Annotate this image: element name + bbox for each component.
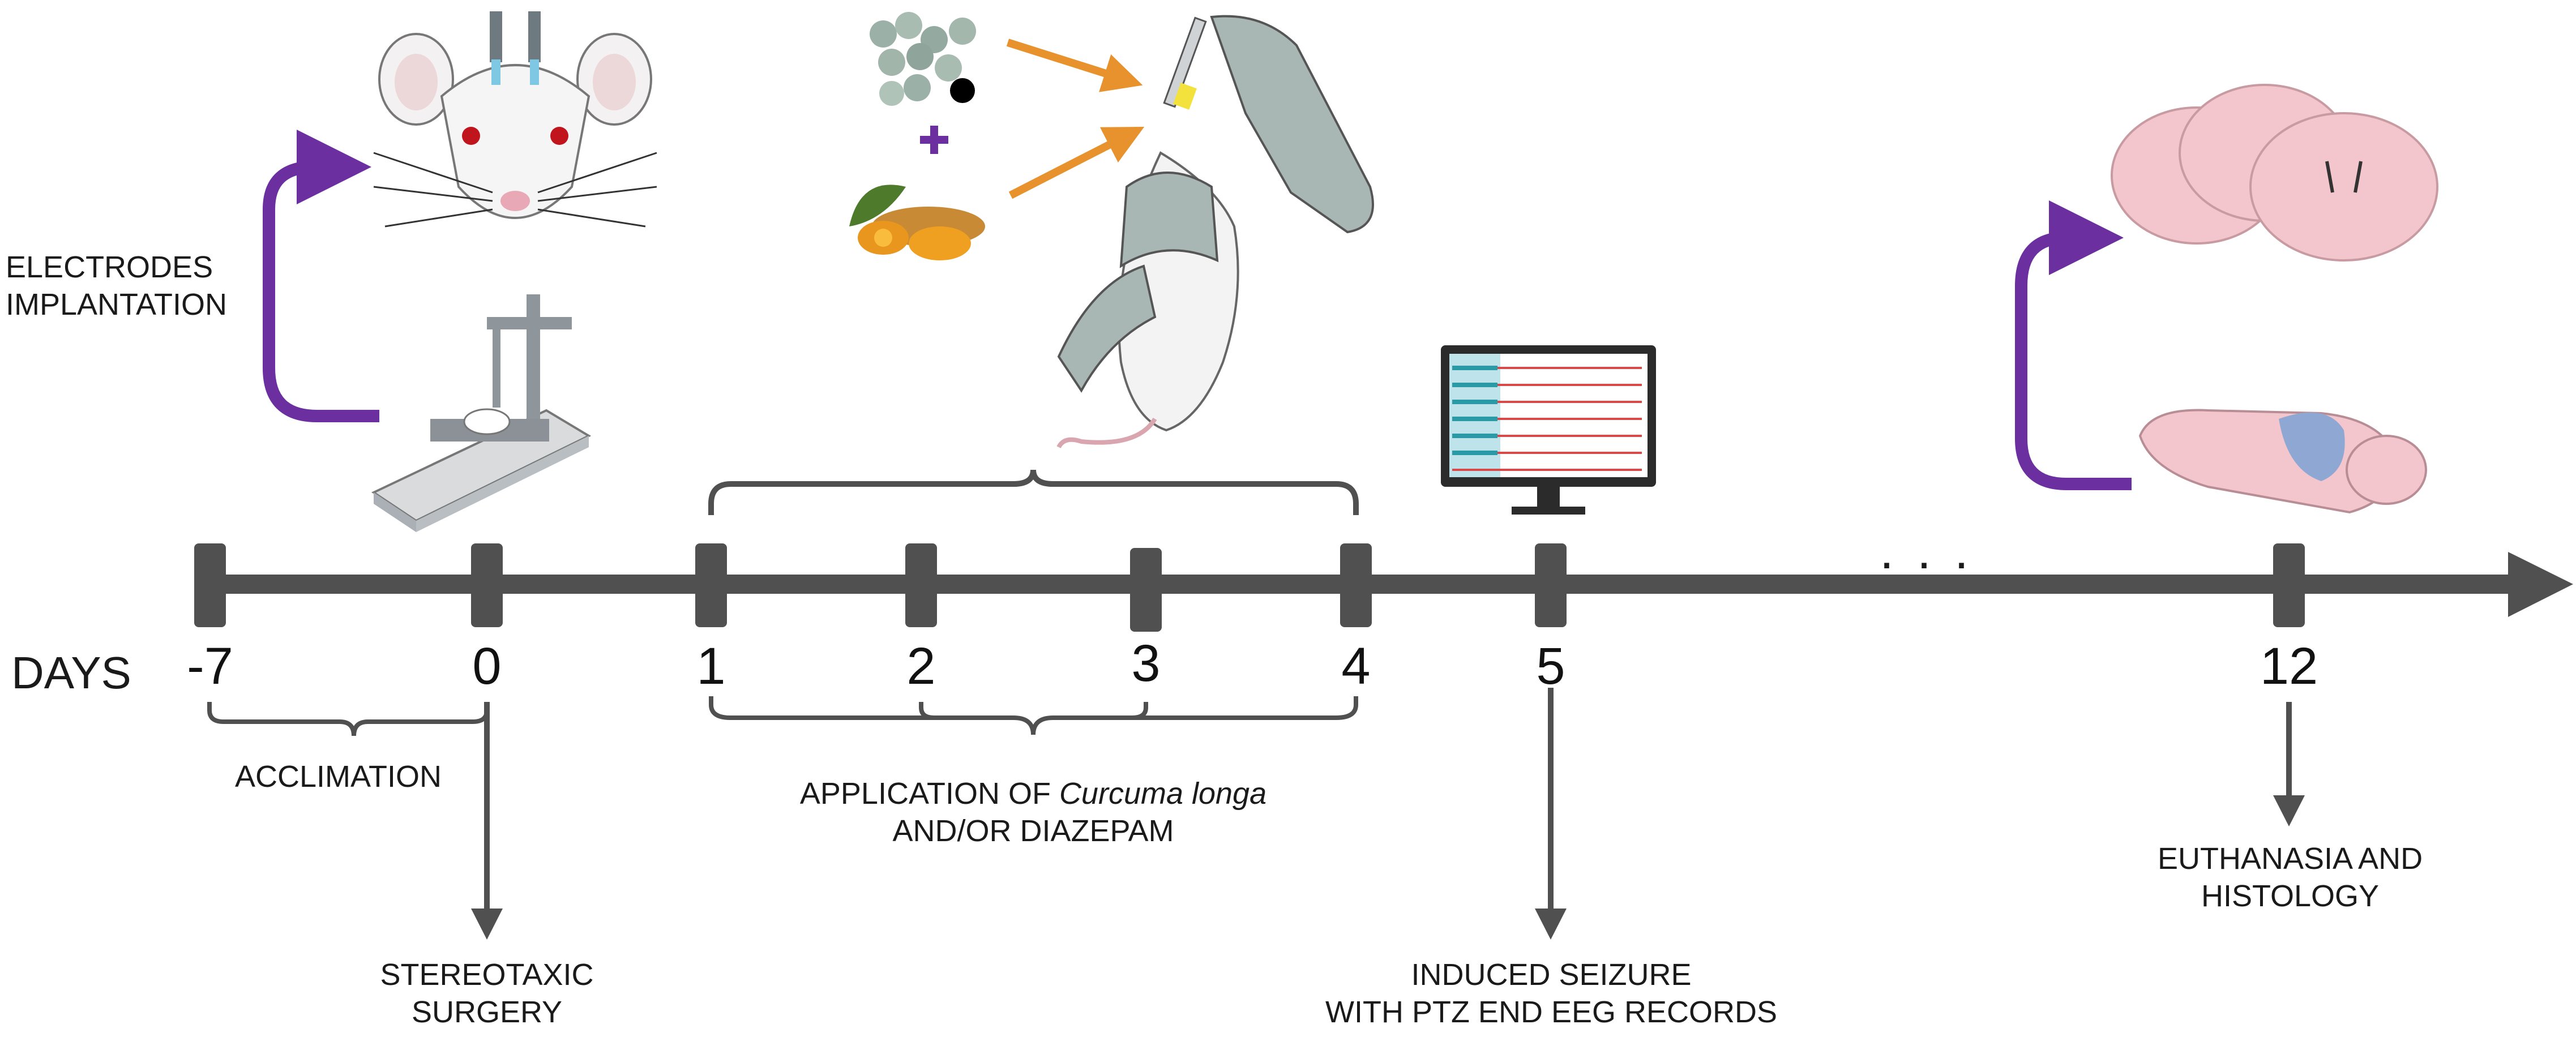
label-euthanasia-line1: EUTHANASIA AND bbox=[2157, 842, 2423, 876]
label-induced-seizure: INDUCED SEIZURE WITH PTZ END EEG RECORDS bbox=[1280, 957, 1823, 1031]
down-arrow-seizure bbox=[1535, 688, 1567, 940]
brain-slices-icon bbox=[2111, 84, 2438, 262]
tick-label-4: 4 bbox=[1341, 637, 1371, 695]
label-acclimation: ACCLIMATION bbox=[235, 760, 442, 794]
label-electrodes-implantation: ELECTRODES IMPLANTATION bbox=[6, 249, 227, 324]
label-stereotaxic-surgery: STEREOTAXIC SURGERY bbox=[368, 957, 606, 1031]
label-euthanasia-line2: HISTOLOGY bbox=[2201, 879, 2380, 913]
down-arrow-euthanasia bbox=[2273, 702, 2305, 826]
tick-day-2 bbox=[905, 543, 937, 627]
eeg-monitor-icon bbox=[1441, 345, 1656, 515]
tick-day-12 bbox=[2273, 543, 2305, 627]
tick-day-5 bbox=[1535, 543, 1567, 627]
orange-arrow-pills bbox=[1006, 38, 1143, 92]
label-euthanasia-histology: EUTHANASIA AND HISTOLOGY bbox=[2117, 841, 2463, 915]
label-electrodes-line2: IMPLANTATION bbox=[6, 287, 228, 322]
tick-label-5: 5 bbox=[1536, 637, 1565, 695]
timeline-arrowhead bbox=[2508, 552, 2573, 617]
brain-sagittal-icon bbox=[2138, 409, 2427, 514]
label-application-prefix: APPLICATION OF bbox=[799, 777, 1059, 811]
brace-application bbox=[709, 696, 1358, 735]
tick-day-3 bbox=[1130, 548, 1162, 632]
label-surgery-line1: STEREOTAXIC bbox=[380, 958, 594, 992]
tick-label-1: 1 bbox=[696, 637, 726, 695]
label-seizure-line1: INDUCED SEIZURE bbox=[1411, 958, 1692, 992]
down-arrow-surgery bbox=[471, 702, 503, 940]
axis-label-days: DAYS bbox=[11, 648, 131, 698]
tick-label-3: 3 bbox=[1131, 635, 1161, 692]
tick-day-0 bbox=[471, 543, 503, 627]
turmeric-icon bbox=[849, 185, 985, 260]
stereotaxic-frame-icon bbox=[371, 294, 592, 532]
label-electrodes-line1: ELECTRODES bbox=[6, 250, 213, 284]
brace-acclimation bbox=[207, 702, 489, 736]
orange-arrow-turmeric bbox=[1008, 127, 1145, 199]
tick-label-minus7: -7 bbox=[187, 637, 233, 695]
label-surgery-line2: SURGERY bbox=[411, 995, 563, 1029]
diazepam-pills-icon bbox=[870, 12, 976, 106]
purple-arrow-electrodes bbox=[263, 130, 379, 422]
label-seizure-line2: WITH PTZ END EEG RECORDS bbox=[1325, 995, 1778, 1029]
label-application: APPLICATION OF Curcuma longa AND/OR DIAZ… bbox=[747, 775, 1319, 850]
tick-day-4 bbox=[1340, 543, 1372, 627]
tick-label-0: 0 bbox=[472, 637, 502, 695]
purple-arrow-histology bbox=[2015, 200, 2132, 490]
brace-inner-2-3 bbox=[919, 702, 1148, 720]
brace-treatment-upper bbox=[708, 469, 1359, 515]
injection-icon bbox=[1056, 15, 1374, 449]
continuation-dots: . . . bbox=[1880, 523, 1974, 580]
rat-head-icon bbox=[373, 11, 657, 228]
timeline-ticks bbox=[194, 543, 2305, 632]
label-application-line2: AND/OR DIAZEPAM bbox=[892, 813, 1174, 848]
tick-label-2: 2 bbox=[906, 637, 936, 695]
label-application-species: Curcuma longa bbox=[1059, 777, 1267, 811]
tick-label-12: 12 bbox=[2260, 637, 2318, 695]
plus-icon bbox=[920, 126, 948, 154]
tick-day-1 bbox=[695, 543, 727, 627]
timeline-axis bbox=[209, 552, 2573, 617]
tick-day-minus7 bbox=[194, 543, 226, 627]
label-application-line1: APPLICATION OF Curcuma longa bbox=[747, 775, 1319, 813]
